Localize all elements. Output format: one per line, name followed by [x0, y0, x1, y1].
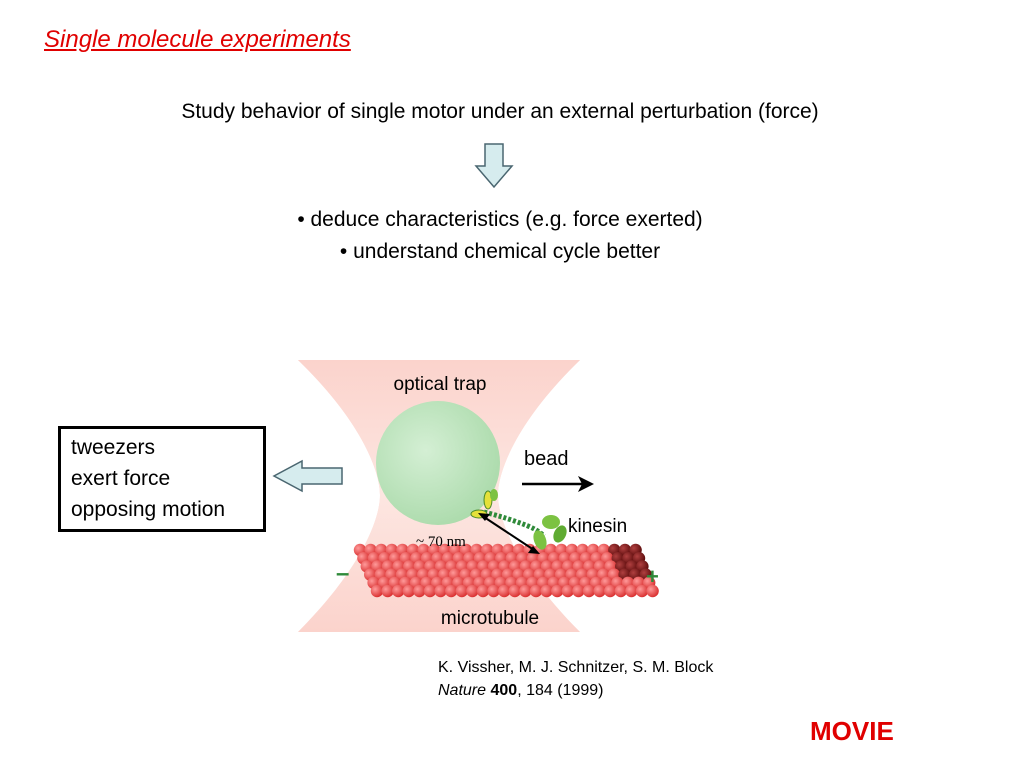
callout-line: exert force — [71, 467, 171, 490]
kinesin-label: kinesin — [568, 516, 627, 537]
microtubule-label: microtubule — [441, 608, 539, 629]
tubulin-subunit — [625, 584, 638, 598]
citation: K. Vissher, M. J. Schnitzer, S. M. Block… — [438, 656, 713, 702]
bead-label: bead — [524, 448, 569, 470]
kinesin-icon — [470, 489, 567, 550]
tweezer-callout-box: tweezers exert force opposing motion — [58, 426, 266, 532]
left-arrow-icon — [272, 459, 343, 493]
tubulin-subunit — [370, 584, 384, 598]
citation-authors: K. Vissher, M. J. Schnitzer, S. M. Block — [438, 659, 714, 676]
tubulin-subunit — [540, 584, 553, 598]
distance-label: ~ 70 nm — [416, 534, 466, 550]
down-arrow-icon — [474, 143, 514, 189]
tubulin-subunit — [519, 584, 532, 598]
tubulin-subunit — [466, 584, 479, 598]
plus-end-label: + — [646, 564, 659, 589]
tubulin-subunit — [455, 584, 468, 598]
tubulin-subunit — [582, 584, 596, 598]
optical-trap-figure: optical trap bead kinesin ~ 70 nm – + mi… — [298, 360, 659, 632]
tubulin-subunit — [572, 584, 585, 598]
microtubule-icon — [353, 543, 659, 598]
movie-link[interactable]: MOVIE — [810, 716, 894, 746]
optical-trap-label: optical trap — [394, 374, 487, 395]
tubulin-subunit — [476, 584, 490, 598]
bullet-list: • deduce characteristics (e.g. force exe… — [0, 204, 1000, 268]
citation-volume: 400 — [490, 682, 518, 699]
tubulin-subunit — [434, 584, 447, 598]
bullet-item: • deduce characteristics (e.g. force exe… — [297, 208, 703, 231]
minus-end-label: – — [336, 560, 349, 587]
callout-line: tweezers — [71, 436, 156, 459]
tubulin-subunit — [551, 584, 564, 598]
tubulin-subunit — [487, 584, 500, 598]
tubulin-subunit — [392, 584, 405, 598]
tubulin-subunit — [402, 584, 415, 598]
subtitle: Study behavior of single motor under an … — [181, 100, 819, 123]
bullet-item: • understand chemical cycle better — [339, 240, 661, 263]
callout-line: opposing motion — [71, 498, 226, 521]
tubulin-subunit — [635, 584, 649, 598]
citation-source: Nature 400, 184 (1999) — [438, 679, 713, 702]
tubulin-subunit — [381, 584, 394, 598]
tubulin-subunit — [593, 584, 606, 598]
tubulin-subunit — [498, 584, 511, 598]
tubulin-subunit — [604, 584, 617, 598]
tubulin-subunit — [646, 584, 659, 598]
tubulin-subunit — [529, 584, 543, 598]
bead-icon — [376, 401, 500, 525]
tubulin-subunit — [445, 584, 458, 598]
tubulin-subunit — [413, 584, 426, 598]
tubulin-subunit — [614, 584, 627, 598]
citation-pages: , 184 (1999) — [517, 682, 604, 699]
slide-title: Single molecule experiments — [44, 26, 351, 53]
citation-journal: Nature — [438, 682, 487, 699]
tubulin-subunit — [423, 584, 437, 598]
tubulin-subunit — [508, 584, 521, 598]
tubulin-subunit — [561, 584, 574, 598]
